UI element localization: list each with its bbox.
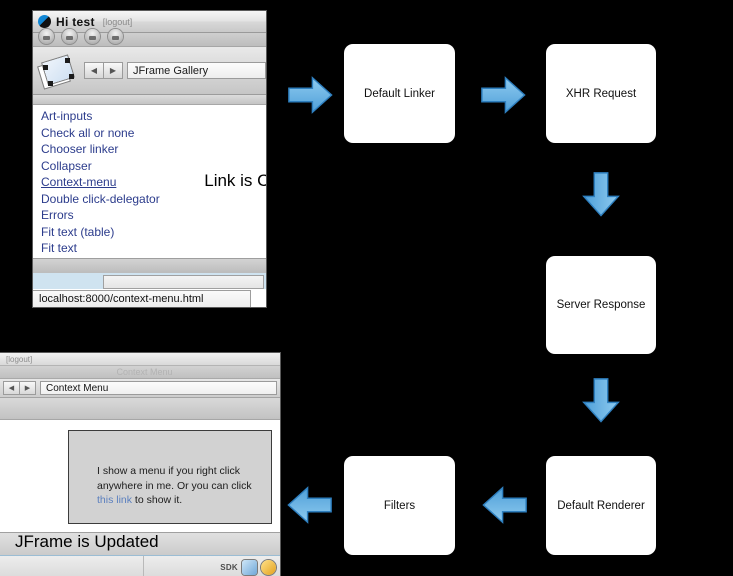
list-item[interactable]: Art-inputs (41, 109, 93, 123)
instructions-text-before: I show a menu if you right click anywher… (97, 465, 252, 492)
logout-link[interactable]: [logout] (102, 16, 133, 27)
page-footer-bar (33, 258, 266, 273)
maximize-button[interactable] (62, 29, 77, 44)
jframe-update-bar: JFrame is Updated (0, 532, 280, 556)
flow-box-label: Default Linker (364, 87, 435, 100)
list-item[interactable]: Fit text (table) (41, 224, 115, 239)
context-menu-target-box[interactable]: I show a menu if you right click anywher… (69, 431, 271, 523)
browser-toolbar: ◀ ▶ JFrame Gallery (33, 47, 266, 95)
address-input[interactable]: JFrame Gallery (127, 62, 266, 79)
bottom-status-bar: SDK (0, 556, 280, 576)
bottom-logout-link[interactable]: [logout] (6, 354, 33, 364)
browser-icon[interactable] (242, 559, 257, 575)
bookmark-bar (33, 95, 266, 105)
help-icon[interactable] (261, 559, 276, 575)
arrow-renderer-to-filters-icon (481, 481, 529, 529)
status-field (103, 275, 264, 289)
flow-box-label: XHR Request (565, 87, 637, 100)
list-item[interactable]: Double click-delegator (41, 191, 160, 206)
show-menu-link[interactable]: this link (97, 494, 133, 506)
flow-box-label: Server Response (556, 299, 646, 311)
greeting-text: Hi test (56, 14, 95, 29)
status-row (33, 273, 266, 289)
arrow-xhr-to-server-icon (577, 170, 625, 218)
list-item-context-menu[interactable]: Context-menu (41, 175, 117, 189)
gallery-document-icon (38, 54, 76, 88)
link-is-clicked-overlay: Link is Click (204, 171, 266, 190)
gallery-link-list: Art-inputs Check all or none Chooser lin… (33, 105, 266, 258)
flow-box-server-response[interactable]: Server Response (546, 256, 656, 354)
jframe-gallery-window[interactable]: Hi test [logout] ◀ ▶ JFrame Gallery Art-… (33, 11, 266, 307)
bottom-page-content: I show a menu if you right click anywher… (0, 420, 280, 532)
arrow-server-to-renderer-icon (577, 376, 625, 424)
nav-button-group: ◀ ▶ (84, 62, 123, 79)
bottom-ghost-title: Context Menu (116, 367, 173, 377)
bottom-forward-button[interactable]: ▶ (19, 381, 36, 395)
jframe-update-label: JFrame is Updated (15, 532, 159, 551)
forward-button[interactable]: ▶ (103, 62, 123, 79)
brand-circle-icon (38, 15, 51, 28)
status-url-tooltip: localhost:8000/context-menu.html (33, 291, 250, 307)
bottom-bookmark-bar (0, 398, 280, 420)
context-menu-window[interactable]: [logout] Context Menu ◀ ▶ Context Menu I… (0, 353, 280, 576)
flow-box-xhr-request[interactable]: XHR Request (546, 44, 656, 143)
sdk-label: SDK (220, 562, 238, 572)
context-menu-instructions: I show a menu if you right click anywher… (97, 464, 257, 508)
list-item[interactable]: Fit text (41, 241, 78, 255)
flow-box-filters[interactable]: Filters (344, 456, 455, 555)
bottom-browser-toolbar: ◀ ▶ Context Menu (0, 379, 280, 398)
list-item[interactable]: Check all or none (41, 125, 135, 140)
flow-box-default-linker[interactable]: Default Linker (344, 44, 455, 143)
flow-box-label: Default Renderer (557, 499, 645, 512)
close-button[interactable] (108, 29, 123, 44)
bottom-back-button[interactable]: ◀ (3, 381, 20, 395)
arrow-linker-to-xhr-icon (479, 71, 527, 119)
restore-button[interactable] (85, 29, 100, 44)
bottom-ghost-title-bar: Context Menu (0, 366, 280, 379)
back-button[interactable]: ◀ (84, 62, 104, 79)
window-controls-bar (33, 29, 266, 47)
bottom-app-header-bar: [logout] (0, 353, 280, 366)
flow-box-default-renderer[interactable]: Default Renderer (546, 456, 656, 555)
arrow-into-linker-icon (286, 71, 334, 119)
status-divider (143, 556, 144, 576)
list-item[interactable]: Chooser linker (41, 142, 119, 156)
arrow-out-of-filters-icon (286, 481, 334, 529)
list-item[interactable]: Collapser (41, 158, 92, 173)
list-item[interactable]: Errors (41, 208, 74, 222)
bottom-address-input[interactable]: Context Menu (40, 381, 277, 395)
minimize-button[interactable] (39, 29, 54, 44)
instructions-text-after: to show it. (132, 494, 183, 506)
app-header-bar: Hi test [logout] (33, 11, 266, 33)
flow-box-label: Filters (383, 499, 416, 512)
